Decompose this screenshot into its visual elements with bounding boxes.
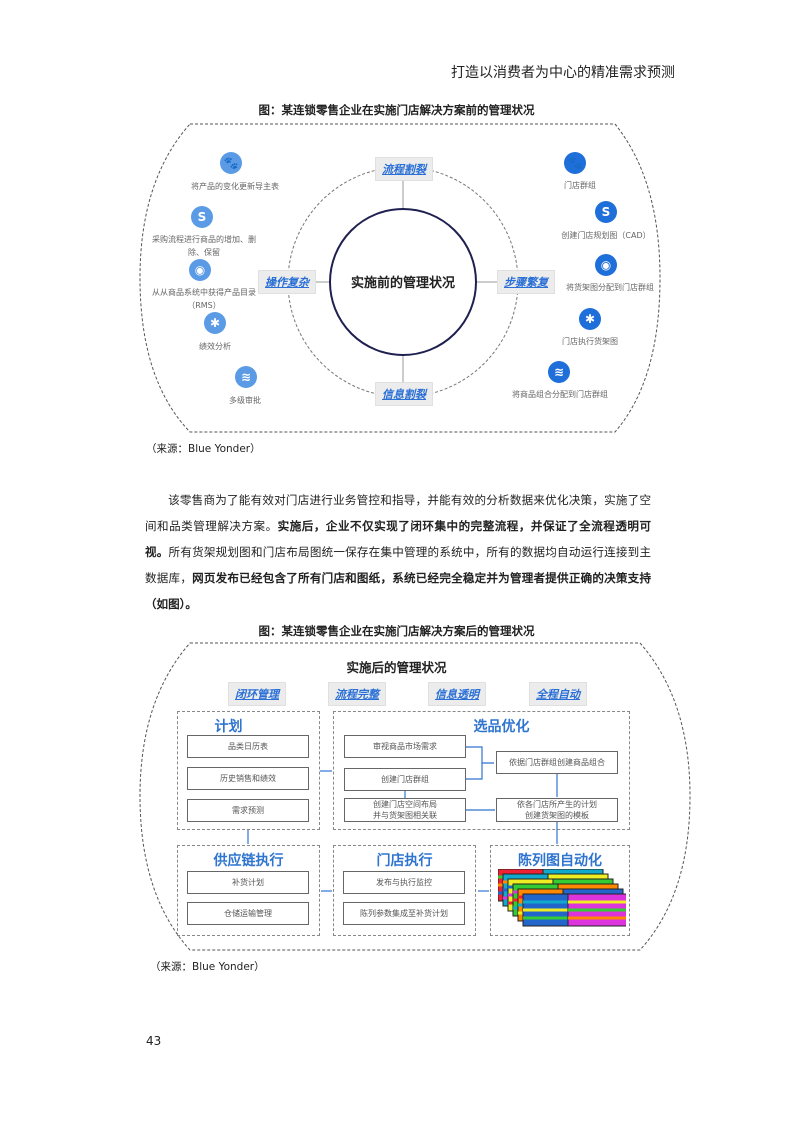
supply-item: 仓储运输管理 [187,902,309,925]
left-item: 采购流程进行商品的增加、删除、保留 [152,235,256,257]
tag-many-steps: 步骤繁复 [497,270,555,294]
assortment-title: 选品优化 [473,719,530,735]
tag-process-split: 流程割裂 [375,157,433,181]
paw-icon: 🐾 [564,152,586,174]
figure-2-frame [139,642,691,951]
assortment-item: 依据门店群组创建商品组合 [496,751,618,774]
right-item: 门店执行货架图 [562,337,618,346]
para-s1: 该零售商为了能有效对门店进行业务管控和指导，并能有效的分析数据来优化决策，实施了… [145,493,651,533]
planogram-automation-title: 陈列图自动化 [518,853,602,869]
tag-full-automation: 全程自动 [529,682,587,706]
plan-item: 需求预测 [187,799,309,822]
figure-1-source: （来源：Blue Yonder） [146,443,261,455]
store-execution-title: 门店执行 [376,853,433,869]
left-item: 将产品的变化更新导主表 [191,182,279,191]
running-header: 打造以消费者为中心的精准需求预测 [451,65,675,81]
right-item: 将货架图分配到门店群组 [566,283,654,292]
plan-item: 历史销售和绩效 [187,767,309,790]
tag-info-split: 信息割裂 [375,382,433,406]
s-icon: S [595,201,617,223]
tag-complex-ops: 操作复杂 [258,270,316,294]
store-execution-section: 门店执行 [333,845,476,936]
figure-2-source: （来源：Blue Yonder） [150,961,265,973]
assortment-item: 审视商品市场需求 [344,735,466,758]
right-item: 门店群组 [564,181,596,190]
yelp-icon: ✱ [579,308,601,330]
left-item: 绩效分析 [199,342,231,351]
tag-complete-process: 流程完整 [328,682,386,706]
assortment-item: 创建门店群组 [344,768,466,791]
weibo-icon: ◉ [595,254,617,276]
left-item: 从从商品系统中获得产品目录（RMS） [152,288,256,310]
supply-chain-section: 供应链执行 [177,845,320,936]
para-s3: 所有货架规划图和门店布局图统一保存在集中管理的系统中，所有的数据均自动运行连接到… [145,545,652,585]
right-item: 创建门店规划图（CAD） [561,231,651,240]
spotify-icon: ≋ [235,366,257,388]
store-item: 陈列参数集成至补货计划 [343,902,465,925]
plan-section: 计划 [177,711,320,830]
page-number: 43 [146,1034,162,1048]
spotify-icon: ≋ [548,361,570,383]
body-paragraph: 该零售商为了能有效对门店进行业务管控和指导，并能有效的分析数据来优化决策，实施了… [145,487,651,617]
para-s2: 实施后，企业不仅实现了闭环集中的完整流程，并保证了全流程透明可视。 [145,519,652,559]
center-label: 实施前的管理状况 [350,276,455,291]
yelp-icon: ✱ [204,312,226,334]
tag-closed-loop: 闭环管理 [228,682,286,706]
plan-title: 计划 [214,719,243,735]
store-item: 发布与执行监控 [343,871,465,894]
weibo-icon: ◉ [189,259,211,281]
assortment-item: 依各门店所产生的计划 创建货架图的模板 [496,798,618,822]
supply-item: 补货计划 [187,871,309,894]
figure-2-title: 图：某连锁零售企业在实施门店解决方案后的管理状况 [258,624,535,638]
left-item: 多级审批 [229,396,261,405]
assortment-section: 选品优化 [333,711,630,830]
figure-2-heading: 实施后的管理状况 [346,660,447,675]
tag-transparent-info: 信息透明 [428,682,486,706]
supply-chain-title: 供应链执行 [213,853,284,869]
s-icon: S [191,206,213,228]
planogram-shelves-image [498,869,626,927]
figure-1-title: 图：某连锁零售企业在实施门店解决方案前的管理状况 [258,103,535,117]
planogram-automation-section: 陈列图自动化 [490,845,630,936]
paw-icon: 🐾 [220,152,242,174]
assortment-item: 创建门店空间布局 并与货架图相关联 [344,798,466,822]
para-s4: 网页发布已经包含了所有门店和图纸，系统已经完全稳定并为管理者提供正确的决策支持（… [145,571,652,611]
right-item: 将商品组合分配到门店群组 [512,390,608,399]
plan-item: 品类日历表 [187,735,309,758]
